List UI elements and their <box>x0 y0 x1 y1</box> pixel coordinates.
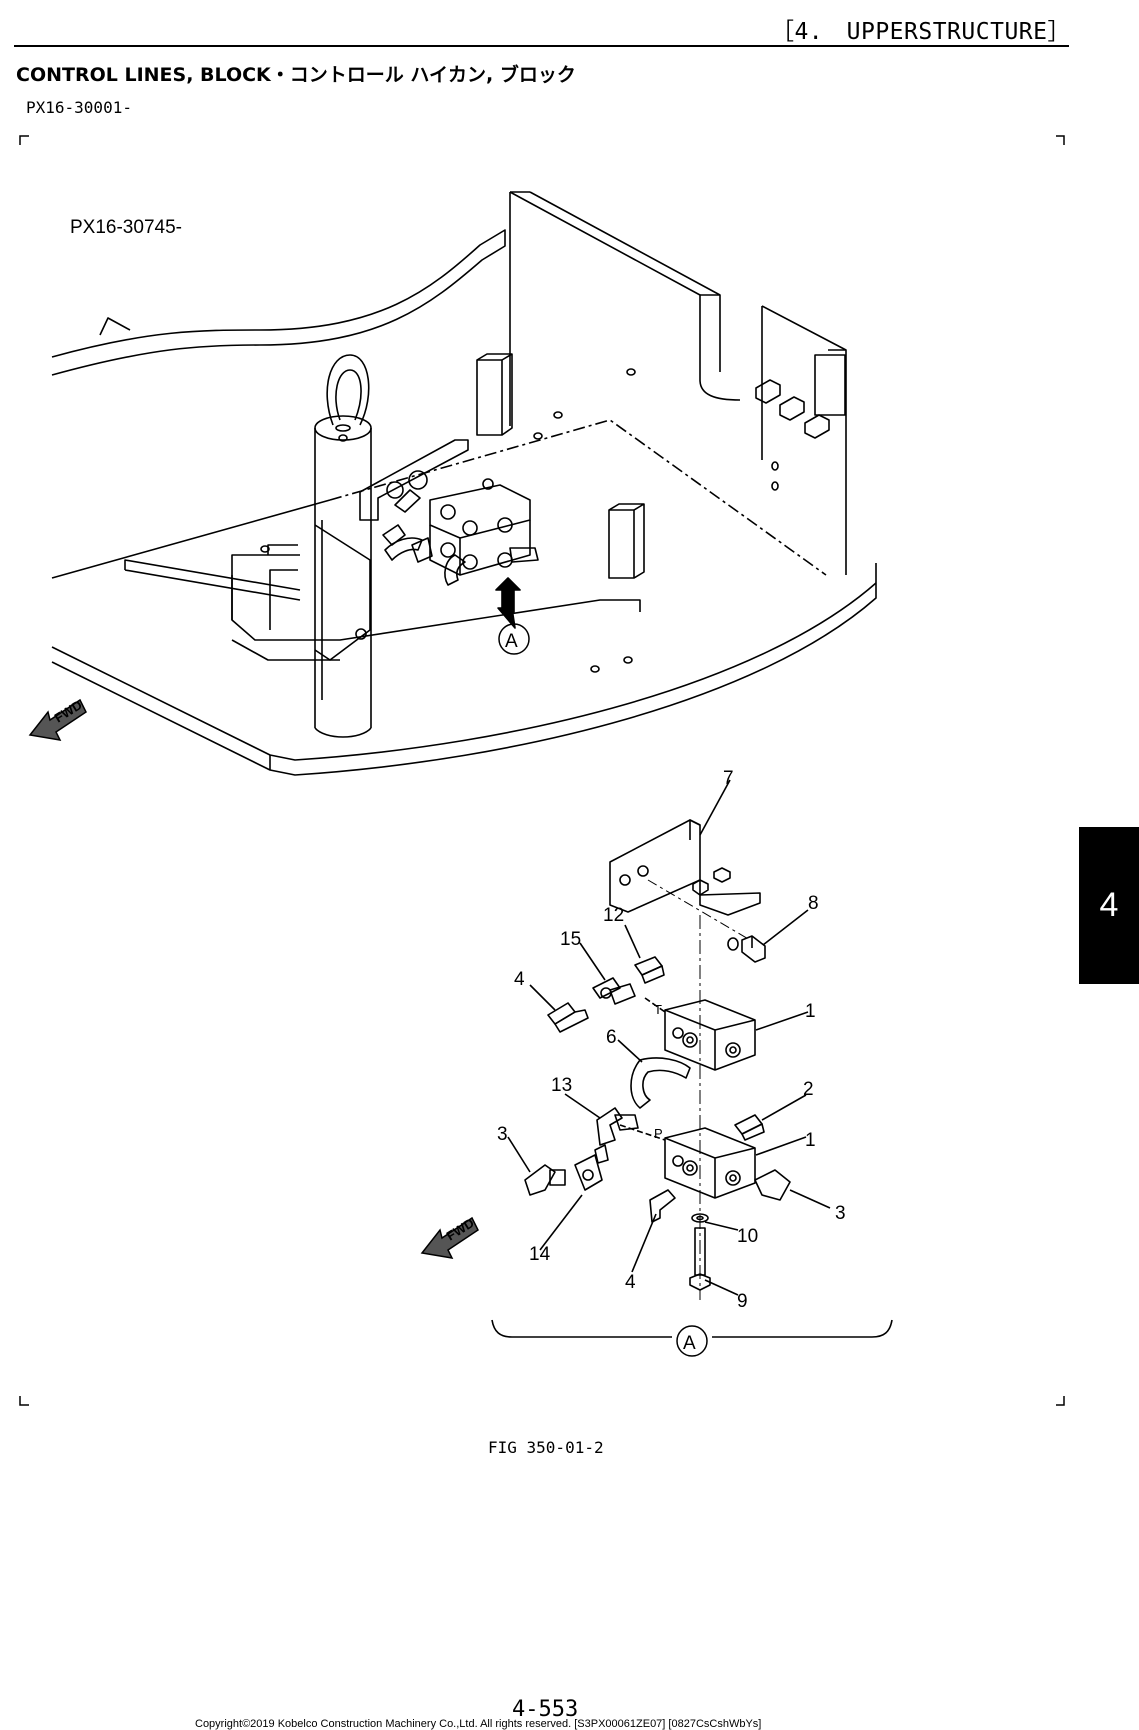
section-tab: 4 <box>1079 827 1139 984</box>
callout-10: 10 <box>737 1226 758 1247</box>
detail-marker-upper: A <box>498 623 530 655</box>
header-rule <box>14 45 1069 47</box>
callout-12: 12 <box>603 905 624 926</box>
callout-4-upper: 4 <box>514 969 525 990</box>
callout-1-lower: 1 <box>805 1130 816 1151</box>
detail-a-exploded-view <box>491 779 893 1338</box>
serial-range: PX16-30001- <box>26 98 132 117</box>
upper-frame-illustration <box>51 191 877 776</box>
callout-15: 15 <box>560 929 581 950</box>
callout-3-right: 3 <box>835 1203 846 1224</box>
callout-3-left: 3 <box>497 1124 508 1145</box>
figure-caption: FIG 350-01-2 <box>488 1438 604 1457</box>
crop-marks <box>19 135 1065 1406</box>
page-number: 4-553 <box>512 1697 579 1722</box>
callouts: 7 8 12 15 4 1 6 2 13 3 1 3 10 14 4 9 <box>497 768 846 1312</box>
detail-marker-lower: A <box>676 1325 708 1357</box>
svg-text:A: A <box>505 631 518 652</box>
copyright-notice: Copyright©2019 Kobelco Construction Mach… <box>195 1718 762 1730</box>
callout-14: 14 <box>529 1244 551 1265</box>
fwd-arrow-lower-icon: FWD <box>420 1215 479 1259</box>
callout-7: 7 <box>723 768 734 789</box>
section-header: ［4. UPPERSTRUCTURE］ <box>770 19 1071 45</box>
fwd-arrow-icon: FWD <box>28 697 87 741</box>
callout-6: 6 <box>606 1027 617 1048</box>
port-p-label: P <box>654 1126 663 1141</box>
callout-13: 13 <box>551 1075 572 1096</box>
callout-8: 8 <box>808 893 819 914</box>
svg-text:A: A <box>683 1333 696 1354</box>
callout-4-lower: 4 <box>625 1272 636 1293</box>
page-title: CONTROL LINES, BLOCK・コントロール ハイカン, ブロック <box>16 64 576 86</box>
callout-2: 2 <box>803 1079 814 1100</box>
callout-1-upper: 1 <box>805 1001 816 1022</box>
callout-9: 9 <box>737 1291 748 1312</box>
port-t-label: T <box>654 1002 662 1017</box>
inset-serial: PX16-30745- <box>70 217 182 238</box>
